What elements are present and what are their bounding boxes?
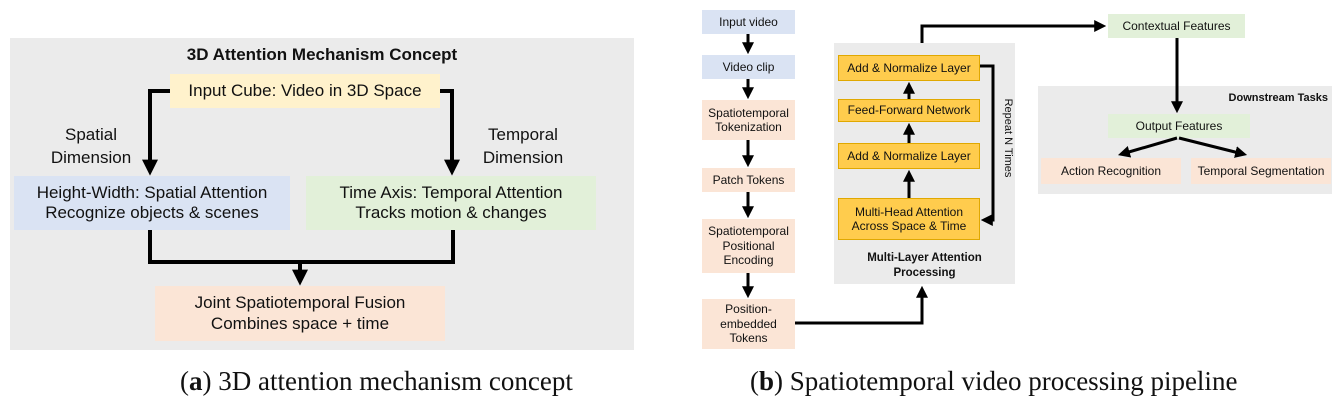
caption-a-letter: a [189, 366, 203, 396]
tokenization-box: Spatiotemporal Tokenization [702, 100, 795, 140]
action-recognition-label: Action Recognition [1060, 163, 1162, 178]
arrow-embedded-to-attention [795, 285, 928, 325]
video-clip-label: Video clip [722, 59, 775, 74]
input-cube-label: Input Cube: Video in 3D Space [188, 80, 422, 100]
repeat-label: Repeat N Times [1002, 98, 1014, 178]
video-clip-box: Video clip [702, 55, 795, 79]
caption-a: (a) 3D attention mechanism concept [180, 366, 573, 396]
spatial-attention-box: Height-Width: Spatial Attention Recogniz… [14, 176, 290, 230]
caption-b-text: ) Spatiotemporal video processing pipeli… [774, 366, 1238, 396]
caption-b-letter: b [759, 366, 775, 396]
add-normalize-mid-box: Add & Normalize Layer [838, 143, 980, 169]
add-normalize-mid-label: Add & Normalize Layer [847, 148, 971, 163]
add-normalize-top-label: Add & Normalize Layer [847, 60, 971, 75]
temporal-dimension-label: Temporal Dimension [482, 125, 564, 167]
feed-forward-label: Feed-Forward Network [847, 103, 971, 118]
temporal-attention-box: Time Axis: Temporal Attention Tracks mot… [306, 176, 596, 230]
positional-encoding-box: Spatiotemporal Positional Encoding [702, 219, 795, 273]
caption-a-text: ) 3D attention mechanism concept [202, 366, 573, 396]
panel-a-title: 3D Attention Mechanism Concept [186, 45, 458, 64]
multi-layer-label: Multi-Layer Attention Processing [867, 252, 982, 279]
temporal-segmentation-box: Temporal Segmentation [1191, 158, 1331, 184]
temporal-segmentation-label: Temporal Segmentation [1197, 163, 1325, 178]
patch-tokens-label: Patch Tokens [712, 172, 785, 187]
patch-tokens-box: Patch Tokens [702, 168, 795, 192]
contextual-features-label: Contextual Features [1122, 18, 1231, 33]
spatial-dimension-label: Spatial Dimension [50, 125, 132, 167]
contextual-features-box: Contextual Features [1108, 14, 1245, 38]
downstream-tasks-title: Downstream Tasks [1228, 92, 1328, 104]
input-cube-box: Input Cube: Video in 3D Space [170, 74, 440, 108]
input-video-label: Input video [719, 14, 778, 29]
action-recognition-box: Action Recognition [1041, 158, 1181, 184]
caption-b: (b) Spatiotemporal video processing pipe… [750, 366, 1238, 396]
arrow-to-contextual [920, 20, 1107, 43]
output-features-box: Output Features [1108, 114, 1250, 138]
fusion-box: Joint Spatiotemporal Fusion Combines spa… [155, 286, 445, 341]
input-video-box: Input video [702, 10, 795, 34]
feed-forward-box: Feed-Forward Network [838, 99, 980, 122]
position-embedded-box: Position- embedded Tokens [702, 299, 795, 349]
multi-head-attention-box: Multi-Head Attention Across Space & Time [838, 198, 980, 240]
add-normalize-top-box: Add & Normalize Layer [838, 55, 980, 81]
output-features-label: Output Features [1135, 118, 1223, 133]
